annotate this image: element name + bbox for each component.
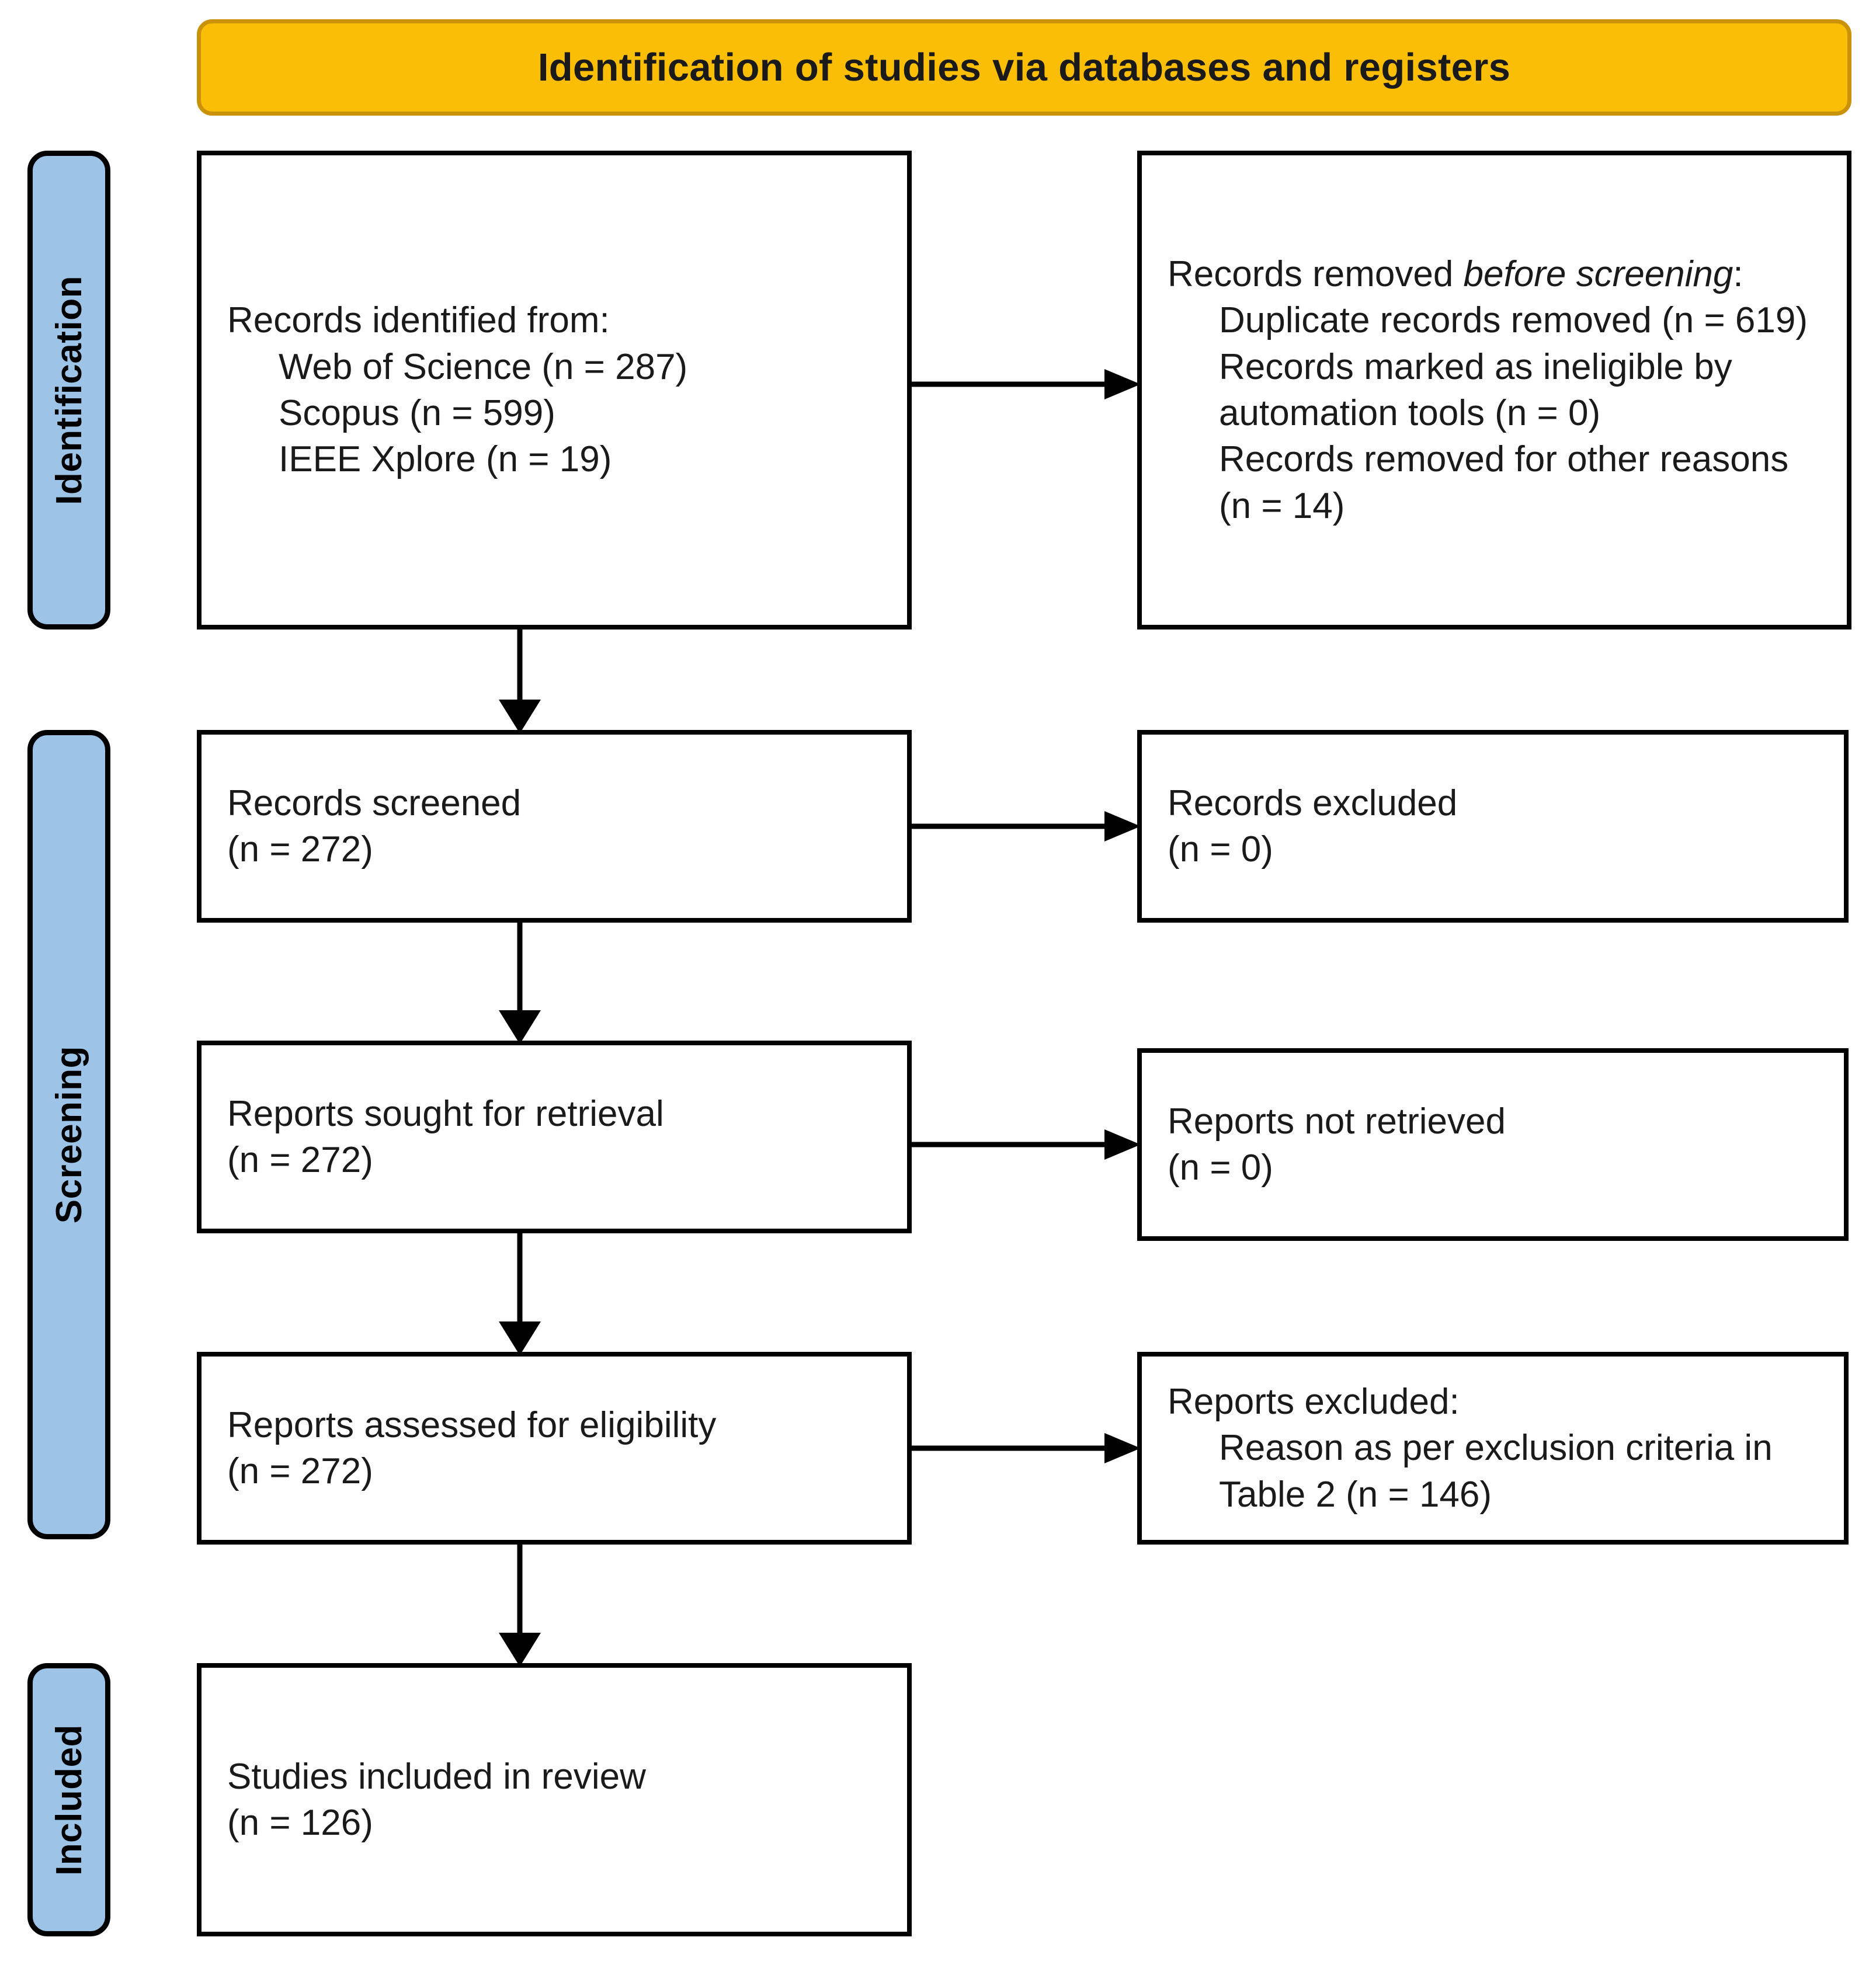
box-reports-sought-for-retrieval: Reports sought for retrieval (n = 272) [197, 1041, 912, 1233]
box-reports-not-retrieved: Reports not retrieved (n = 0) [1137, 1048, 1849, 1241]
arrow-sought-to-not-retrieved [912, 1127, 1141, 1162]
box-count: (n = 0) [1168, 829, 1273, 870]
arrow-assessed-to-included [491, 1541, 549, 1667]
box-reports-excluded: Reports excluded: Reason as per exclusio… [1137, 1352, 1849, 1545]
box-count: (n = 272) [227, 829, 373, 870]
box-count: (n = 126) [227, 1803, 373, 1843]
box-heading: Reports sought for retrieval [227, 1093, 664, 1134]
box-content: Reports assessed for eligibility (n = 27… [202, 1402, 907, 1495]
box-studies-included-in-review: Studies included in review (n = 126) [197, 1663, 912, 1936]
box-list-item: Web of Science (n = 287) [279, 346, 688, 387]
box-heading-italic: before screening [1463, 253, 1733, 294]
box-heading-colon: : [1733, 253, 1743, 294]
box-records-removed-before-screening: Records removed before screening: Duplic… [1137, 151, 1851, 630]
box-content: Reports not retrieved (n = 0) [1142, 1098, 1844, 1191]
box-heading: Records screened [227, 782, 522, 823]
box-heading-plain: Records removed [1168, 253, 1464, 294]
diagram-title: Identification of studies via databases … [537, 46, 1511, 89]
box-heading: Records removed before screening: [1168, 254, 1743, 294]
stage-label-included: Included [27, 1663, 110, 1936]
arrow-screened-to-sought [491, 919, 549, 1044]
box-content: Records removed before screening: Duplic… [1142, 251, 1847, 529]
box-count: (n = 272) [227, 1451, 373, 1491]
box-content: Records identified from: Web of Science … [202, 297, 907, 482]
box-heading: Reports excluded: [1168, 1381, 1460, 1422]
box-content: Reports sought for retrieval (n = 272) [202, 1091, 907, 1184]
box-records-identified: Records identified from: Web of Science … [197, 151, 912, 630]
box-records-excluded: Records excluded (n = 0) [1137, 730, 1849, 923]
box-heading: Studies included in review [227, 1756, 646, 1797]
box-count: (n = 0) [1168, 1147, 1273, 1188]
box-list-item: IEEE Xplore (n = 19) [279, 439, 612, 480]
box-reports-assessed-for-eligibility: Reports assessed for eligibility (n = 27… [197, 1352, 912, 1545]
box-content: Records screened (n = 272) [202, 780, 907, 873]
box-list-item: Reason as per exclusion criteria in Tabl… [1219, 1428, 1773, 1515]
box-content: Reports excluded: Reason as per exclusio… [1142, 1379, 1844, 1518]
box-list-item: Duplicate records removed (n = 619) [1219, 300, 1808, 341]
box-heading: Records excluded [1168, 782, 1458, 823]
arrow-assessed-to-reports-excluded [912, 1431, 1141, 1466]
arrow-screened-to-excluded [912, 809, 1141, 844]
stage-label-text: Screening [48, 1045, 89, 1224]
box-list-item: Records removed for other reasons (n = 1… [1219, 439, 1789, 526]
box-count: (n = 272) [227, 1140, 373, 1180]
arrow-sought-to-assessed [491, 1230, 549, 1355]
arrow-identified-to-screened [491, 626, 549, 733]
box-records-screened: Records screened (n = 272) [197, 730, 912, 923]
box-list-item: Records marked as ineligible by automati… [1219, 346, 1732, 433]
box-heading: Reports not retrieved [1168, 1101, 1506, 1142]
diagram-header-banner: Identification of studies via databases … [197, 19, 1851, 116]
box-heading: Reports assessed for eligibility [227, 1404, 717, 1445]
box-list-item: Scopus (n = 599) [279, 393, 555, 433]
stage-label-screening: Screening [27, 730, 110, 1539]
stage-label-text: Included [48, 1724, 89, 1876]
box-content: Records excluded (n = 0) [1142, 780, 1844, 873]
box-content: Studies included in review (n = 126) [202, 1754, 907, 1846]
stage-label-identification: Identification [27, 151, 110, 630]
arrow-identified-to-removed [912, 367, 1141, 402]
stage-label-text: Identification [48, 275, 89, 505]
box-heading: Records identified from: [227, 300, 610, 341]
